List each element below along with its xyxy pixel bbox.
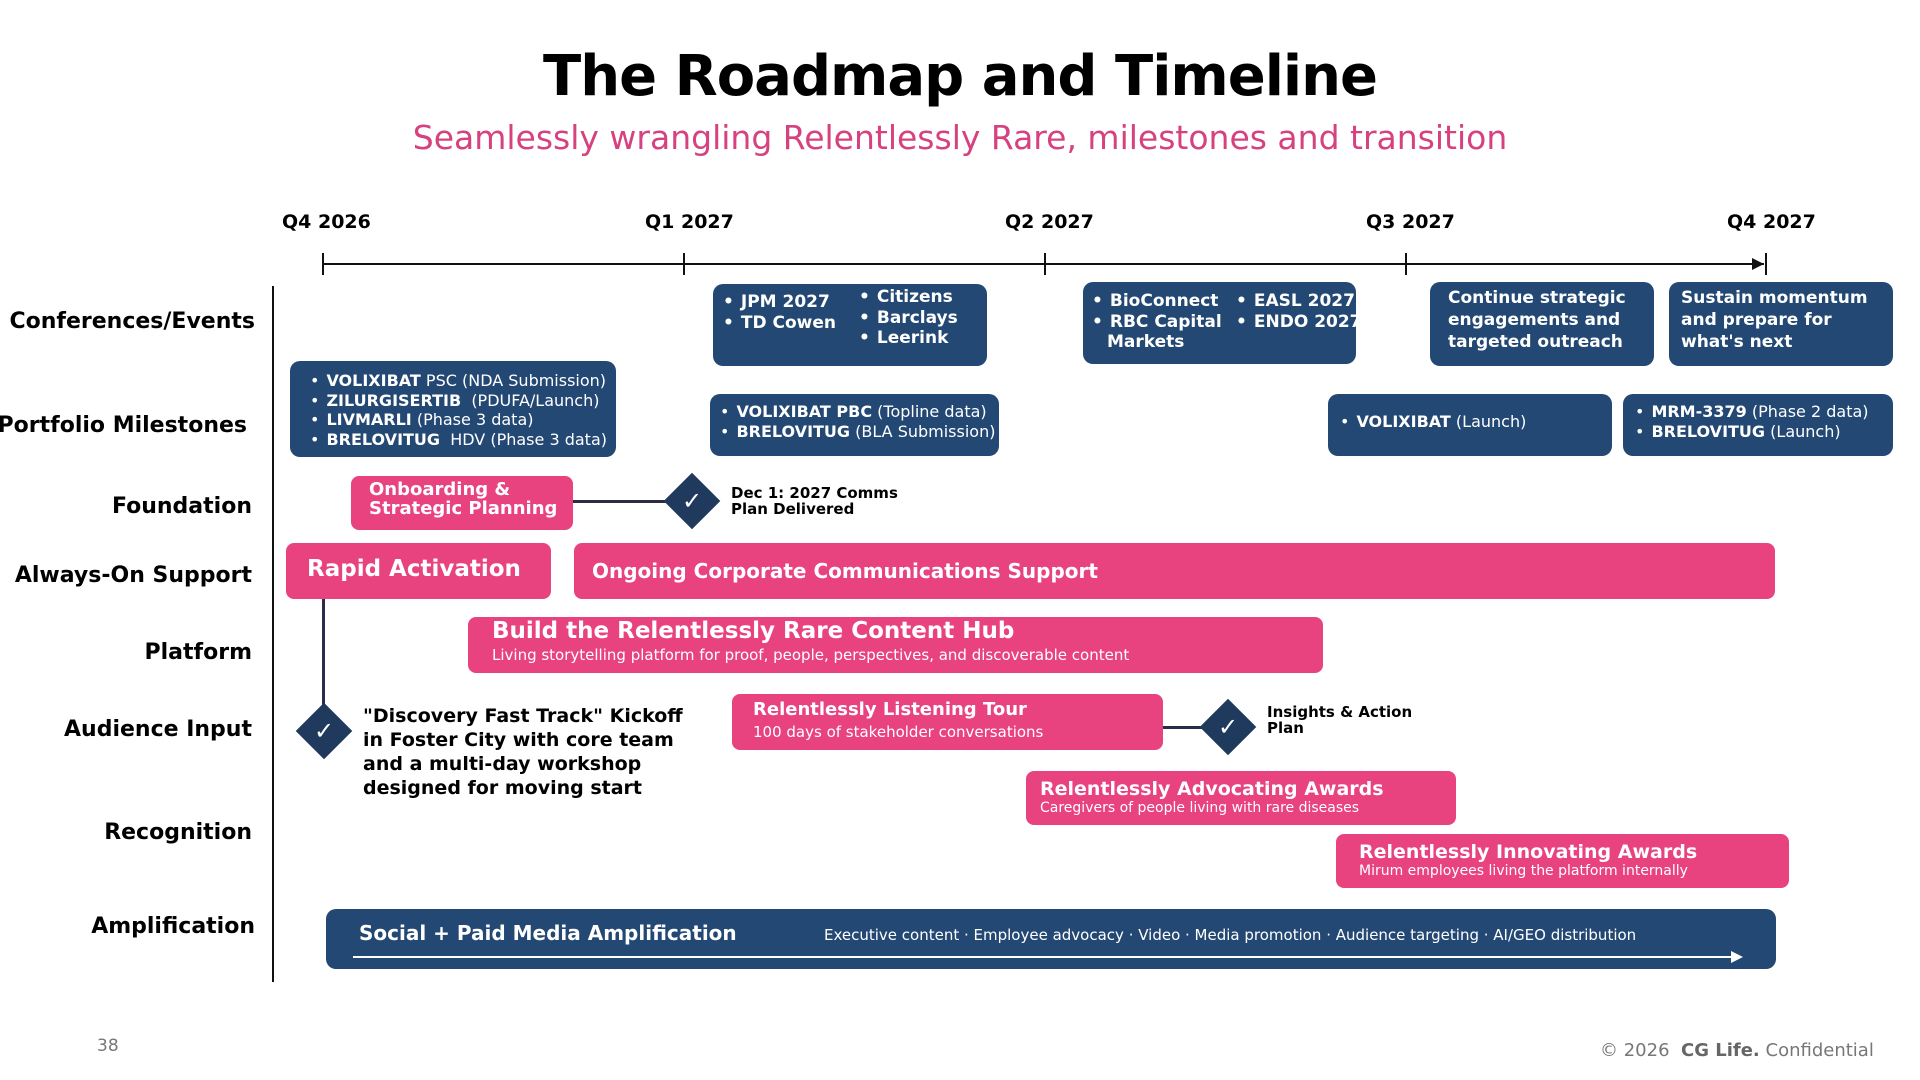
- conference-item: Citizens: [859, 287, 958, 308]
- innovating-awards-title: Relentlessly Innovating Awards: [1359, 841, 1698, 863]
- content-hub-title: Build the Relentlessly Rare Content Hub: [492, 618, 1015, 644]
- foundation-milestone-note: Dec 1: 2027 Comms Plan Delivered: [731, 484, 898, 518]
- advocating-awards-subtitle: Caregivers of people living with rare di…: [1040, 800, 1360, 816]
- page-subtitle: Seamlessly wrangling Relentlessly Rare, …: [412, 118, 1508, 157]
- quarter-label: Q3 2027: [1366, 211, 1455, 233]
- listening-tour-bar: Relentlessly Listening Tour 100 days of …: [732, 694, 1163, 750]
- check-icon: ✓: [681, 487, 703, 515]
- milestone-list: VOLIXIBAT PBC (Topline data) BRELOVITUG …: [720, 402, 999, 441]
- axis-tick: [1405, 253, 1407, 275]
- axis-tick: [1044, 253, 1046, 275]
- axis-tick: [1765, 253, 1767, 275]
- milestone-box-q3-2027: VOLIXIBAT (Launch): [1328, 394, 1612, 456]
- page-title: The Roadmap and Timeline: [543, 44, 1378, 109]
- milestone-list: VOLIXIBAT (Launch): [1340, 412, 1612, 432]
- milestone-item: ZILURGISERTIB (PDUFA/Launch): [310, 391, 616, 411]
- foundation-connector: [573, 500, 673, 503]
- quarter-label: Q1 2027: [645, 211, 734, 233]
- milestone-list: MRM-3379 (Phase 2 data) BRELOVITUG (Laun…: [1635, 402, 1893, 441]
- axis-tick: [683, 253, 685, 275]
- milestone-item: BRELOVITUG (BLA Submission): [720, 422, 999, 442]
- conference-item: JPM 2027: [723, 292, 836, 313]
- conference-item: Leerink: [859, 328, 958, 349]
- conference-item: EASL 2027: [1236, 291, 1362, 312]
- milestone-item: BRELOVITUG (Launch): [1635, 422, 1893, 442]
- listening-tour-title: Relentlessly Listening Tour: [753, 699, 1027, 720]
- milestone-box-q4-2027: MRM-3379 (Phase 2 data) BRELOVITUG (Laun…: [1623, 394, 1893, 456]
- row-label-audience: Audience Input: [64, 717, 252, 742]
- amplification-arrow-line: [353, 956, 1733, 958]
- content-hub-bar: Build the Relentlessly Rare Content Hub …: [468, 617, 1323, 673]
- conference-item: TD Cowen: [723, 313, 836, 334]
- rapid-activation-bar: Rapid Activation: [286, 543, 551, 599]
- milestone-item: VOLIXIBAT PBC (Topline data): [720, 402, 999, 422]
- ongoing-support-bar: Ongoing Corporate Communications Support: [574, 543, 1775, 599]
- amplification-title: Social + Paid Media Amplification: [359, 921, 737, 945]
- row-label-milestones: Portfolio Milestones: [0, 413, 247, 438]
- conference-item: Barclays: [859, 308, 958, 329]
- conference-item: ENDO 2027: [1236, 312, 1362, 333]
- conference-box-q2: BioConnect RBC Capital Markets EASL 2027…: [1083, 282, 1362, 364]
- footer-copyright: © 2026 CG Life. Confidential: [1600, 1040, 1874, 1061]
- axis-arrowhead: [1752, 258, 1764, 270]
- row-label-platform: Platform: [144, 640, 253, 665]
- quarter-label: Q4 2027: [1727, 211, 1816, 233]
- innovating-awards-bar: Relentlessly Innovating Awards Mirum emp…: [1336, 834, 1789, 888]
- listening-tour-subtitle: 100 days of stakeholder conversations: [753, 723, 1044, 741]
- milestone-list: VOLIXIBAT PSC (NDA Submission) ZILURGISE…: [310, 371, 616, 449]
- conference-list-q1-left: JPM 2027 TD Cowen: [723, 292, 836, 333]
- conference-list-q1-right: Citizens Barclays Leerink: [859, 287, 958, 349]
- timeline-axis: [322, 263, 1764, 265]
- milestone-item: LIVMARLI (Phase 3 data): [310, 410, 616, 430]
- row-label-amplification: Amplification: [91, 914, 255, 939]
- amplification-detail: Executive content · Employee advocacy · …: [824, 926, 1637, 944]
- row-label-foundation: Foundation: [111, 494, 252, 519]
- axis-tick: [322, 253, 324, 275]
- conference-box-q4: Sustain momentum and prepare for what's …: [1669, 282, 1893, 366]
- kickoff-connector: [322, 599, 325, 732]
- amplification-bar: Social + Paid Media Amplification Execut…: [326, 909, 1776, 969]
- row-label-conferences: Conferences/Events: [9, 309, 255, 334]
- conference-item: RBC Capital Markets: [1092, 312, 1237, 353]
- conference-item: BioConnect: [1092, 291, 1237, 312]
- content-hub-subtitle: Living storytelling platform for proof, …: [492, 646, 1130, 664]
- onboarding-bar: Onboarding & Strategic Planning: [351, 476, 573, 530]
- insights-note: Insights & Action Plan: [1267, 703, 1413, 737]
- page-number: 38: [97, 1036, 119, 1056]
- conference-box-q1: JPM 2027 TD Cowen Citizens Barclays Leer…: [713, 284, 987, 366]
- listening-tour-connector: [1163, 726, 1208, 729]
- quarter-label: Q4 2026: [282, 211, 371, 233]
- conference-list-q2-left: BioConnect RBC Capital Markets: [1092, 291, 1237, 353]
- check-icon: ✓: [313, 717, 335, 745]
- milestone-box-q1-2027: VOLIXIBAT PBC (Topline data) BRELOVITUG …: [710, 394, 999, 456]
- milestone-item: MRM-3379 (Phase 2 data): [1635, 402, 1893, 422]
- milestone-box-q4-2026: VOLIXIBAT PSC (NDA Submission) ZILURGISE…: [290, 361, 616, 457]
- row-divider-line: [272, 286, 274, 982]
- conference-list-q2-right: EASL 2027 ENDO 2027: [1236, 291, 1362, 332]
- innovating-awards-subtitle: Mirum employees living the platform inte…: [1359, 863, 1688, 879]
- kickoff-description: "Discovery Fast Track" Kickoff in Foster…: [363, 705, 683, 800]
- amplification-arrowhead: [1731, 951, 1743, 963]
- conference-box-q3: Continue strategic engagements and targe…: [1430, 282, 1654, 366]
- advocating-awards-bar: Relentlessly Advocating Awards Caregiver…: [1026, 771, 1456, 825]
- advocating-awards-title: Relentlessly Advocating Awards: [1040, 778, 1384, 800]
- milestone-item: VOLIXIBAT PSC (NDA Submission): [310, 371, 616, 391]
- milestone-item: BRELOVITUG HDV (Phase 3 data): [310, 430, 616, 450]
- quarter-label: Q2 2027: [1005, 211, 1094, 233]
- row-label-recognition: Recognition: [104, 820, 252, 845]
- milestone-item: VOLIXIBAT (Launch): [1340, 412, 1612, 432]
- check-icon: ✓: [1217, 713, 1239, 741]
- row-label-always-on: Always-On Support: [14, 563, 252, 588]
